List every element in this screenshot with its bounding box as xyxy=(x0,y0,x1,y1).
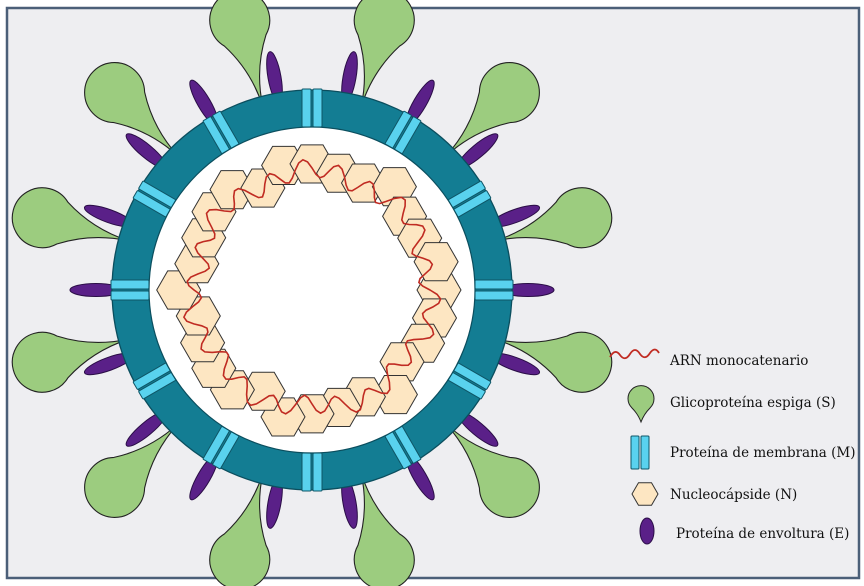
spike-glycoprotein xyxy=(11,331,129,393)
viral-envelope-outline xyxy=(111,89,513,491)
legend-envelope-icon xyxy=(639,517,655,545)
spike-glycoprotein xyxy=(445,62,540,157)
legend-membrane-block xyxy=(630,435,640,470)
membrane-protein-block xyxy=(301,452,312,492)
membrane-protein xyxy=(448,180,492,218)
viral-envelope xyxy=(112,90,512,490)
legend-rna-label: ARN monocatenario xyxy=(669,353,808,369)
legend-membrane-icon xyxy=(630,435,650,470)
spike-glycoprotein xyxy=(209,0,271,107)
legend-membrane-label: Proteína de membrana (M) xyxy=(670,445,855,461)
legend-rna-icon xyxy=(609,348,660,360)
membrane-protein-block xyxy=(474,279,514,290)
membrane-protein xyxy=(132,180,176,218)
spike-glycoprotein xyxy=(495,331,613,393)
legend-envelope-label: Proteína de envoltura (E) xyxy=(676,526,849,542)
legend: ARN monocatenario Glicoproteína espiga (… xyxy=(609,348,855,545)
virion xyxy=(11,0,613,586)
legend-spike-label: Glicoproteína espiga (S) xyxy=(670,395,836,411)
membrane-protein-block xyxy=(312,452,323,492)
spike-glycoprotein xyxy=(495,187,613,249)
membrane-protein-block xyxy=(110,290,150,301)
membrane-protein xyxy=(301,452,323,492)
membrane-protein xyxy=(301,88,323,128)
spike-glycoprotein xyxy=(209,473,271,586)
legend-spike-icon xyxy=(627,385,655,424)
spike-glycoprotein xyxy=(445,423,540,518)
spike-glycoprotein xyxy=(353,473,415,586)
legend-membrane-block xyxy=(640,435,650,470)
membrane-protein xyxy=(474,279,514,301)
spike-glycoprotein xyxy=(84,62,179,157)
spike-glycoproteins xyxy=(11,0,613,586)
nucleocapsid-unit xyxy=(379,342,425,382)
membrane-protein-block xyxy=(301,88,312,128)
membrane-protein-block xyxy=(110,279,150,290)
spike-glycoprotein xyxy=(11,187,129,249)
spike-glycoprotein xyxy=(353,0,415,107)
nucleocapsid-unit xyxy=(209,170,255,210)
nucleocapsid-unit xyxy=(413,242,459,282)
rna-strand xyxy=(182,158,442,415)
membrane-protein-block xyxy=(474,290,514,301)
spike-glycoprotein xyxy=(84,423,179,518)
legend-nucleocapsid-icon xyxy=(631,482,659,506)
legend-nucleocapsid-label: Nucleocápside (N) xyxy=(670,487,797,503)
membrane-protein-block xyxy=(312,88,323,128)
membrane-protein xyxy=(110,279,150,301)
